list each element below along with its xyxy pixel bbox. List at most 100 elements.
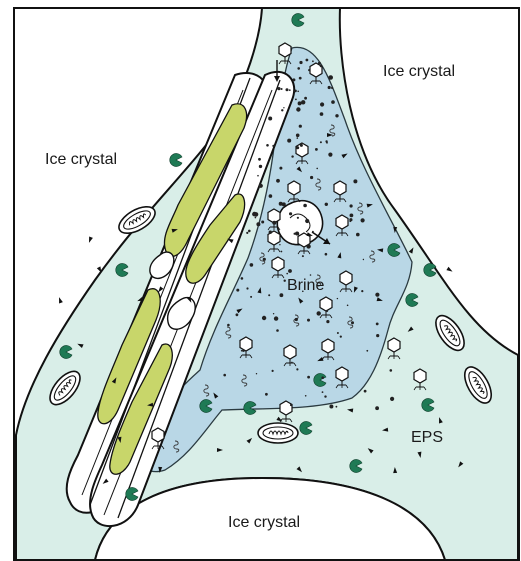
eps-particle-icon (301, 100, 305, 104)
eps-particle-icon (269, 194, 273, 198)
eps-particle-icon (376, 323, 379, 326)
eps-particle-icon (261, 221, 264, 224)
eps-particle-icon (322, 391, 324, 393)
eps-particle-icon (276, 179, 280, 183)
eps-particle-icon (328, 153, 332, 157)
eps-particle-icon (281, 88, 283, 90)
eps-particle-icon (296, 146, 299, 149)
eps-particle-icon (320, 65, 323, 68)
eps-particle-icon (236, 289, 239, 292)
eps-particle-icon (294, 90, 297, 93)
eps-particle-icon (351, 321, 354, 324)
eps-particle-icon (262, 316, 266, 320)
eps-particle-icon (296, 134, 300, 138)
eps-particle-icon (320, 102, 324, 106)
eps-particle-icon (390, 369, 393, 372)
eps-particle-icon (312, 60, 314, 62)
eps-particle-icon (299, 77, 302, 80)
eps-particle-icon (335, 114, 338, 117)
eps-particle-icon (350, 204, 353, 207)
eps-particle-icon (284, 280, 286, 282)
eps-particle-icon (274, 316, 278, 320)
eps-particle-icon (252, 212, 257, 217)
eps-particle-icon (329, 405, 333, 409)
eps-particle-icon (297, 137, 299, 139)
eps-particle-icon (276, 329, 279, 332)
eps-particle-icon (326, 310, 328, 312)
eps-particle-icon (296, 232, 299, 235)
eps-particle-icon (283, 107, 284, 108)
eps-particle-icon (300, 144, 303, 147)
eps-particle-icon (310, 274, 312, 276)
eps-particle-icon (353, 179, 357, 183)
eps-particle-icon (350, 214, 354, 218)
eps-particle-icon (325, 140, 327, 142)
eps-particle-icon (273, 313, 274, 314)
eps-particle-icon (290, 404, 292, 406)
eps-particle-icon (279, 244, 280, 245)
eps-particle-icon (258, 158, 261, 161)
eps-particle-icon (296, 107, 300, 111)
eps-particle-icon (266, 144, 269, 147)
eps-particle-icon (288, 269, 292, 273)
eps-particle-icon (269, 231, 272, 234)
eps-particle-icon (287, 139, 291, 143)
label-ice-crystal-top-right: Ice crystal (383, 63, 455, 80)
label-brine: Brine (287, 277, 324, 294)
eps-particle-icon (375, 293, 379, 297)
eps-particle-icon (280, 293, 284, 297)
eps-particle-icon (317, 311, 321, 315)
eps-particle-icon (246, 232, 248, 234)
eps-particle-icon (295, 318, 298, 321)
label-ice-crystal-bottom: Ice crystal (228, 514, 300, 531)
eps-particle-icon (336, 406, 338, 408)
eps-particle-icon (305, 395, 307, 397)
eps-particle-icon (279, 167, 282, 170)
eps-particle-icon (318, 62, 321, 65)
eps-particle-icon (303, 204, 307, 208)
eps-particle-icon (282, 202, 286, 206)
eps-particle-icon (257, 175, 259, 177)
eps-particle-icon (272, 145, 274, 147)
eps-particle-icon (390, 397, 394, 401)
eps-particle-icon (295, 99, 297, 101)
eps-particle-icon (281, 109, 283, 111)
eps-particle-icon (304, 97, 307, 100)
eps-particle-icon (337, 298, 338, 299)
eps-particle-icon (277, 87, 280, 90)
eps-particle-icon (340, 336, 342, 338)
eps-particle-icon (272, 221, 276, 225)
eps-particle-icon (366, 350, 368, 352)
label-ice-crystal-left: Ice crystal (45, 151, 117, 168)
eps-particle-icon (246, 287, 248, 289)
eps-particle-icon (265, 393, 268, 396)
eps-particle-icon (250, 296, 252, 298)
eps-particle-icon (349, 220, 351, 222)
eps-particle-icon (337, 332, 339, 334)
eps-particle-icon (255, 217, 257, 219)
eps-particle-icon (298, 101, 302, 105)
eps-particle-icon (268, 294, 270, 296)
eps-particle-icon (375, 406, 379, 410)
eps-particle-icon (236, 313, 239, 316)
eps-particle-icon (291, 362, 293, 364)
eps-particle-icon (306, 244, 310, 248)
eps-particle-icon (248, 230, 251, 233)
eps-particle-icon (259, 184, 263, 188)
eps-particle-icon (361, 218, 365, 222)
eps-particle-icon (325, 253, 328, 256)
eps-particle-icon (272, 370, 274, 372)
eps-particle-icon (241, 277, 244, 280)
eps-particle-icon (321, 376, 324, 379)
eps-particle-icon (376, 334, 379, 337)
eps-particle-icon (268, 117, 272, 121)
eps-particle-icon (326, 320, 329, 323)
eps-particle-icon (292, 78, 295, 81)
encapsulated-cell (258, 423, 298, 443)
eps-particle-icon (324, 395, 326, 397)
eps-particle-icon (256, 373, 257, 374)
eps-particle-icon (347, 305, 349, 307)
eps-particle-icon (297, 67, 300, 70)
eps-particle-icon (259, 165, 262, 168)
